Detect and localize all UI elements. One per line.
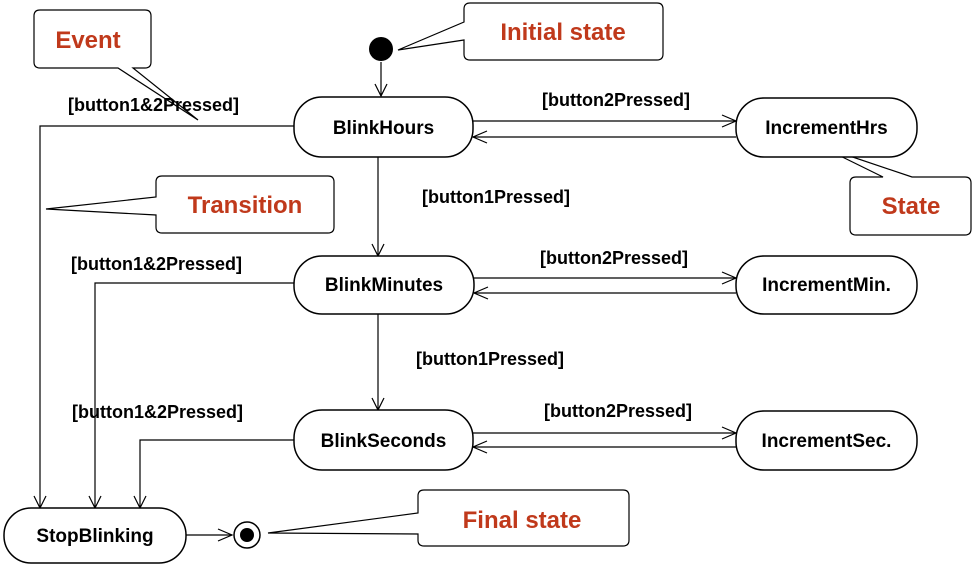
callout-initial-state: Initial state <box>397 2 664 61</box>
guard-hours-b1: [button1Pressed] <box>422 187 570 207</box>
guard-minutes-both: [button1&2Pressed] <box>71 254 242 274</box>
callout-event-label: Event <box>55 27 120 54</box>
transition-blinkhours-to-stop <box>39 125 295 508</box>
guard-hours-both: [button1&2Pressed] <box>68 95 239 115</box>
guard-hours-b2: [button2Pressed] <box>542 90 690 110</box>
final-state-node <box>233 521 261 549</box>
guard-minutes-b2: [button2Pressed] <box>540 248 688 268</box>
callout-state-label: State <box>882 193 941 220</box>
arrowhead-to-blinkhours <box>471 130 488 144</box>
guard-minutes-b1: [button1Pressed] <box>416 349 564 369</box>
arrowhead-to-final <box>217 528 234 542</box>
callout-final-state: Final state <box>267 489 630 547</box>
callout-transition: Transition <box>45 175 335 234</box>
callout-state: State <box>819 145 972 236</box>
state-blinkminutes-label: BlinkMinutes <box>325 275 443 296</box>
guard-seconds-both: [button1&2Pressed] <box>72 402 243 422</box>
state-blinkseconds-label: BlinkSeconds <box>321 431 447 452</box>
state-incrementmin: IncrementMin. <box>735 255 918 315</box>
guard-seconds-b2: [button2Pressed] <box>544 401 692 421</box>
state-blinkminutes: BlinkMinutes <box>293 255 475 315</box>
transition-blinkseconds-to-stop <box>139 439 295 508</box>
state-incrementsec: IncrementSec. <box>735 410 918 471</box>
state-incrementmin-label: IncrementMin. <box>762 275 891 296</box>
callout-transition-label: Transition <box>188 192 303 219</box>
state-incrementsec-label: IncrementSec. <box>762 431 892 452</box>
state-stopblinking: StopBlinking <box>3 507 187 564</box>
transition-blinkminutes-to-stop <box>94 282 295 508</box>
state-incrementhrs-label: IncrementHrs <box>765 118 888 139</box>
state-stopblinking-label: StopBlinking <box>36 526 153 547</box>
state-blinkhours-label: BlinkHours <box>333 118 434 139</box>
callout-event: Event <box>33 9 199 121</box>
initial-state-node <box>369 37 393 61</box>
state-blinkhours: BlinkHours <box>293 96 474 158</box>
state-incrementhrs: IncrementHrs <box>735 97 918 158</box>
arrowhead-initial <box>374 83 388 98</box>
callout-final-state-label: Final state <box>463 507 582 534</box>
callout-initial-state-label: Initial state <box>500 19 625 46</box>
arrowhead-to-blinkminutes-back <box>472 286 489 300</box>
state-blinkseconds: BlinkSeconds <box>293 409 474 471</box>
